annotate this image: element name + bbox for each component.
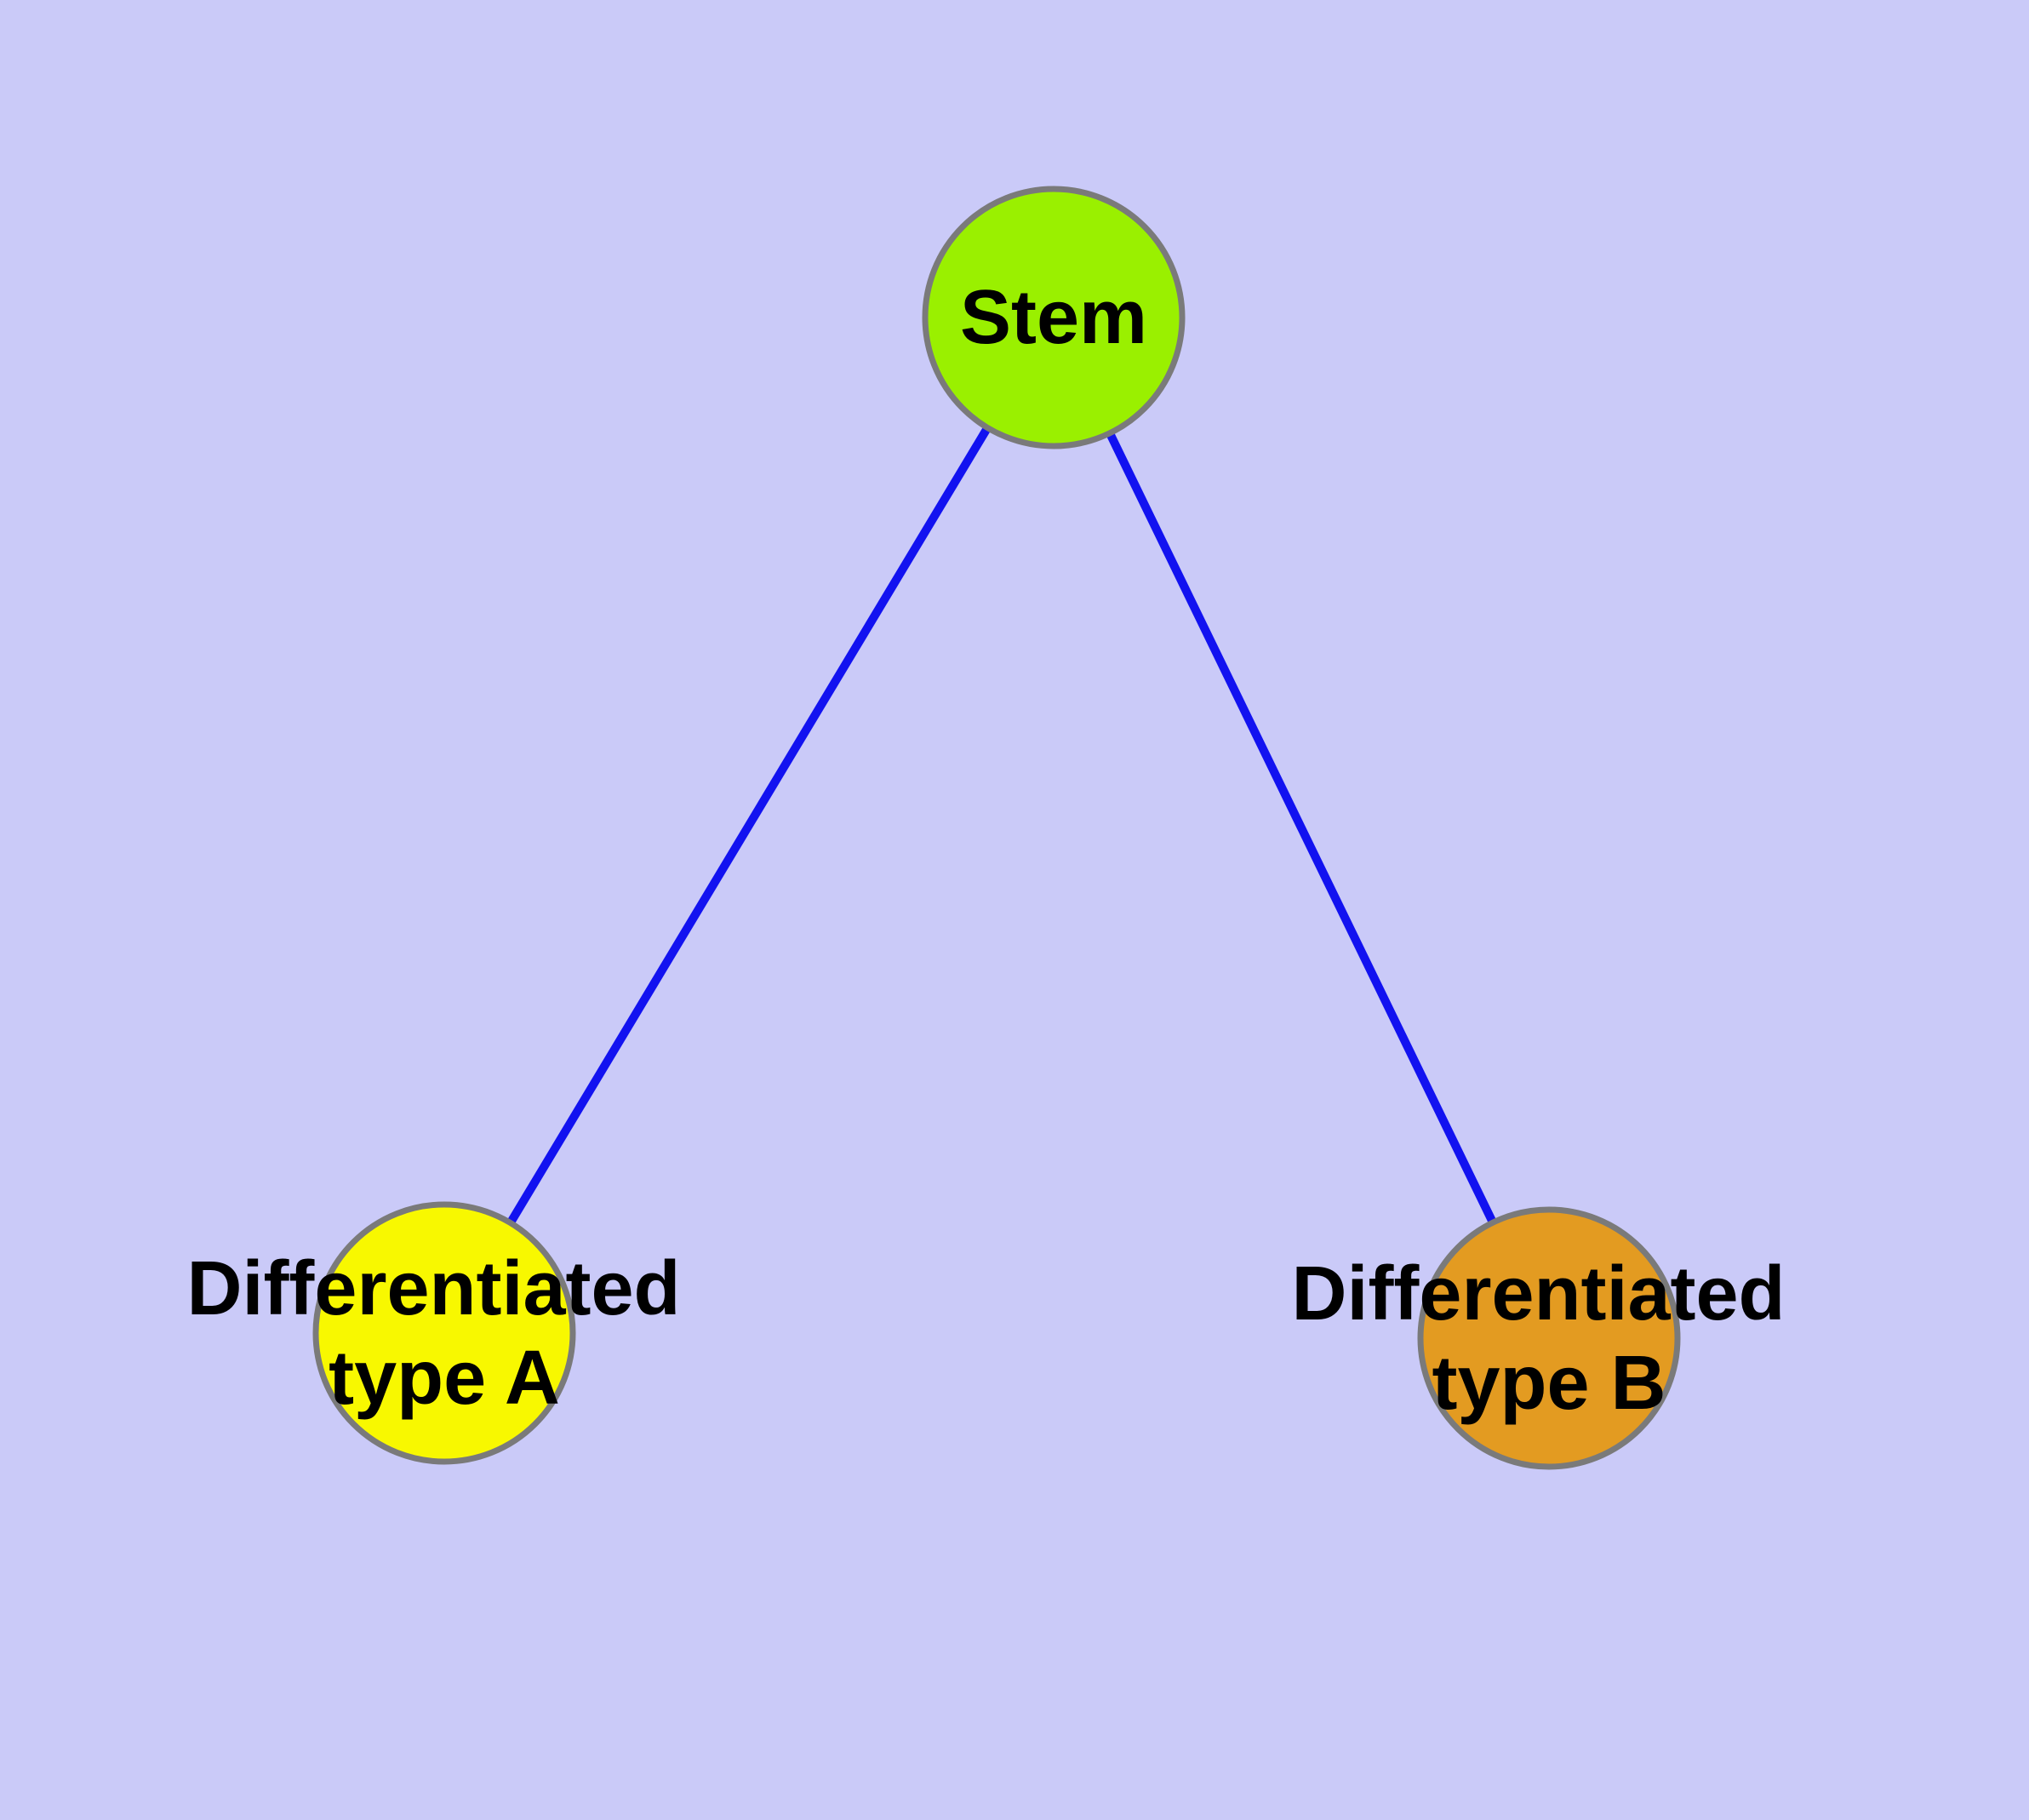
- edge-stem-to-type-b: [1049, 315, 1553, 1341]
- node-type-b-label-line1: Differentiated: [1291, 1251, 1785, 1336]
- node-stem-label: Stem: [960, 275, 1147, 360]
- node-type-a-label: Differentiated type A: [186, 1221, 701, 1421]
- node-stem-circle: [922, 186, 1186, 449]
- node-type-a-label-line2: type A: [329, 1336, 560, 1421]
- node-type-b-label: Differentiated type B: [1291, 1226, 1806, 1426]
- node-type-a-label-line1: Differentiated: [186, 1246, 680, 1331]
- node-type-a-circle: [312, 1201, 576, 1465]
- node-type-b-circle: [1417, 1206, 1681, 1470]
- node-type-b-label-line2: type B: [1432, 1341, 1666, 1426]
- edge-stem-to-type-a: [440, 315, 1058, 1336]
